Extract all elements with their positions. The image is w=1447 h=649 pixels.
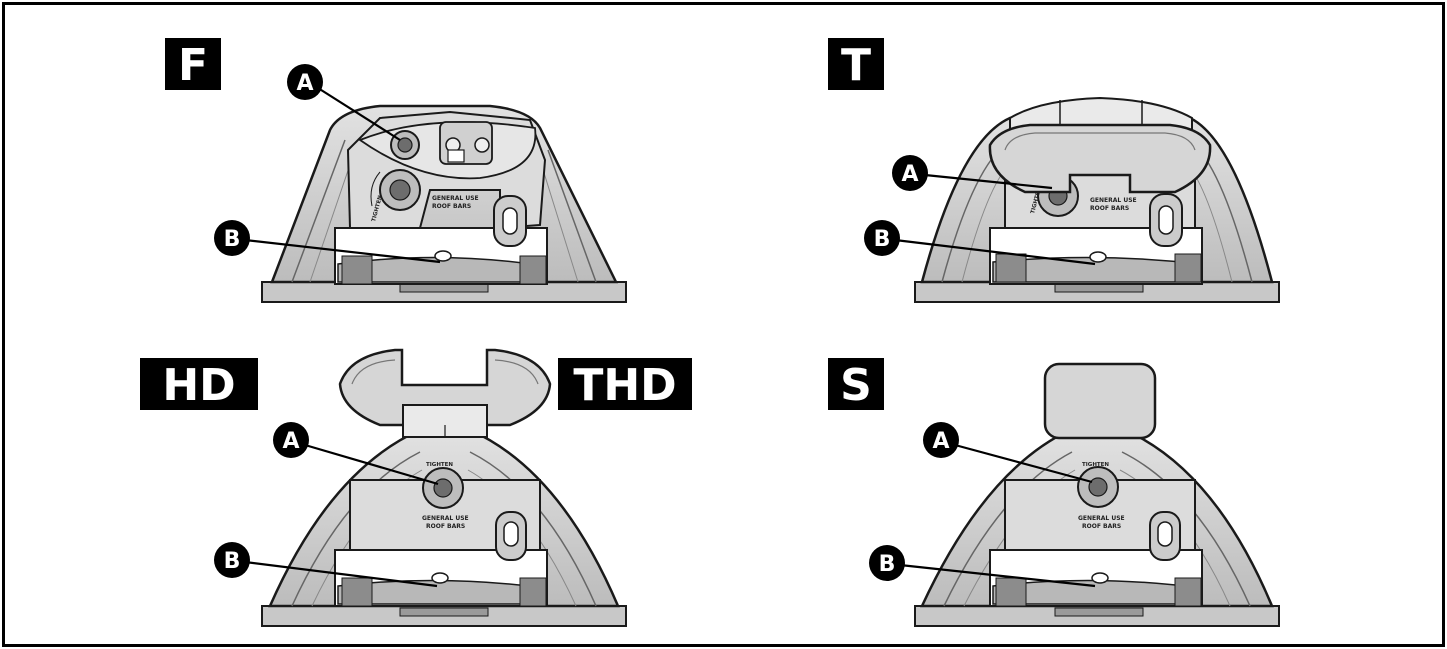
- label-badge-t: [828, 38, 884, 90]
- svg-text:A: A: [932, 429, 949, 454]
- bars-text-hd-2: ROOF BARS: [426, 523, 465, 530]
- callout-b-t: [864, 220, 900, 256]
- callout-a-t: [892, 155, 928, 191]
- tighten-text-hd: TIGHTEN: [426, 462, 453, 468]
- label-f: F: [178, 40, 208, 91]
- panel-f: F TIGHTEN GENERAL USE ROOF BARS: [165, 38, 627, 303]
- label-t: T: [841, 40, 871, 91]
- label-hd: HD: [162, 360, 235, 411]
- label-badge-f: [165, 38, 221, 90]
- bars-text-s-2: ROOF BARS: [1082, 523, 1121, 530]
- bars-text-t-2: ROOF BARS: [1090, 205, 1129, 212]
- panel-t: T TIGHTEN GENERAL USE ROOF BARS A B: [828, 38, 1280, 303]
- callout-a-s: [923, 422, 959, 458]
- panel-s: S TIGHTEN GENERAL USE ROOF BARS A B: [828, 358, 1280, 627]
- svg-text:B: B: [224, 227, 241, 252]
- svg-text:A: A: [282, 429, 299, 454]
- label-thd: THD: [573, 360, 676, 411]
- callout-b-f: [214, 220, 250, 256]
- panel-hd: HD THD TIGHTEN GENERAL USE ROOF BARS A B: [140, 348, 692, 627]
- callout-b-hd: [214, 542, 250, 578]
- label-badge-s: [828, 358, 884, 410]
- svg-text:B: B: [224, 549, 241, 574]
- svg-text:A: A: [901, 162, 918, 187]
- callout-a-hd: [273, 422, 309, 458]
- svg-text:B: B: [879, 552, 896, 577]
- label-s: S: [840, 360, 872, 411]
- svg-text:B: B: [874, 227, 891, 252]
- bars-text-f-1: GENERAL USE: [432, 195, 479, 202]
- bars-text-hd-1: GENERAL USE: [422, 515, 469, 522]
- bars-text-s-1: GENERAL USE: [1078, 515, 1125, 522]
- callout-b-s: [869, 545, 905, 581]
- callout-a-f: [287, 64, 323, 100]
- bars-text-f-2: ROOF BARS: [432, 203, 471, 210]
- label-badge-thd: [558, 358, 692, 410]
- bars-text-t-1: GENERAL USE: [1090, 197, 1137, 204]
- tighten-text-s: TIGHTEN: [1082, 462, 1109, 468]
- label-badge-hd: [140, 358, 258, 410]
- svg-text:A: A: [296, 71, 313, 96]
